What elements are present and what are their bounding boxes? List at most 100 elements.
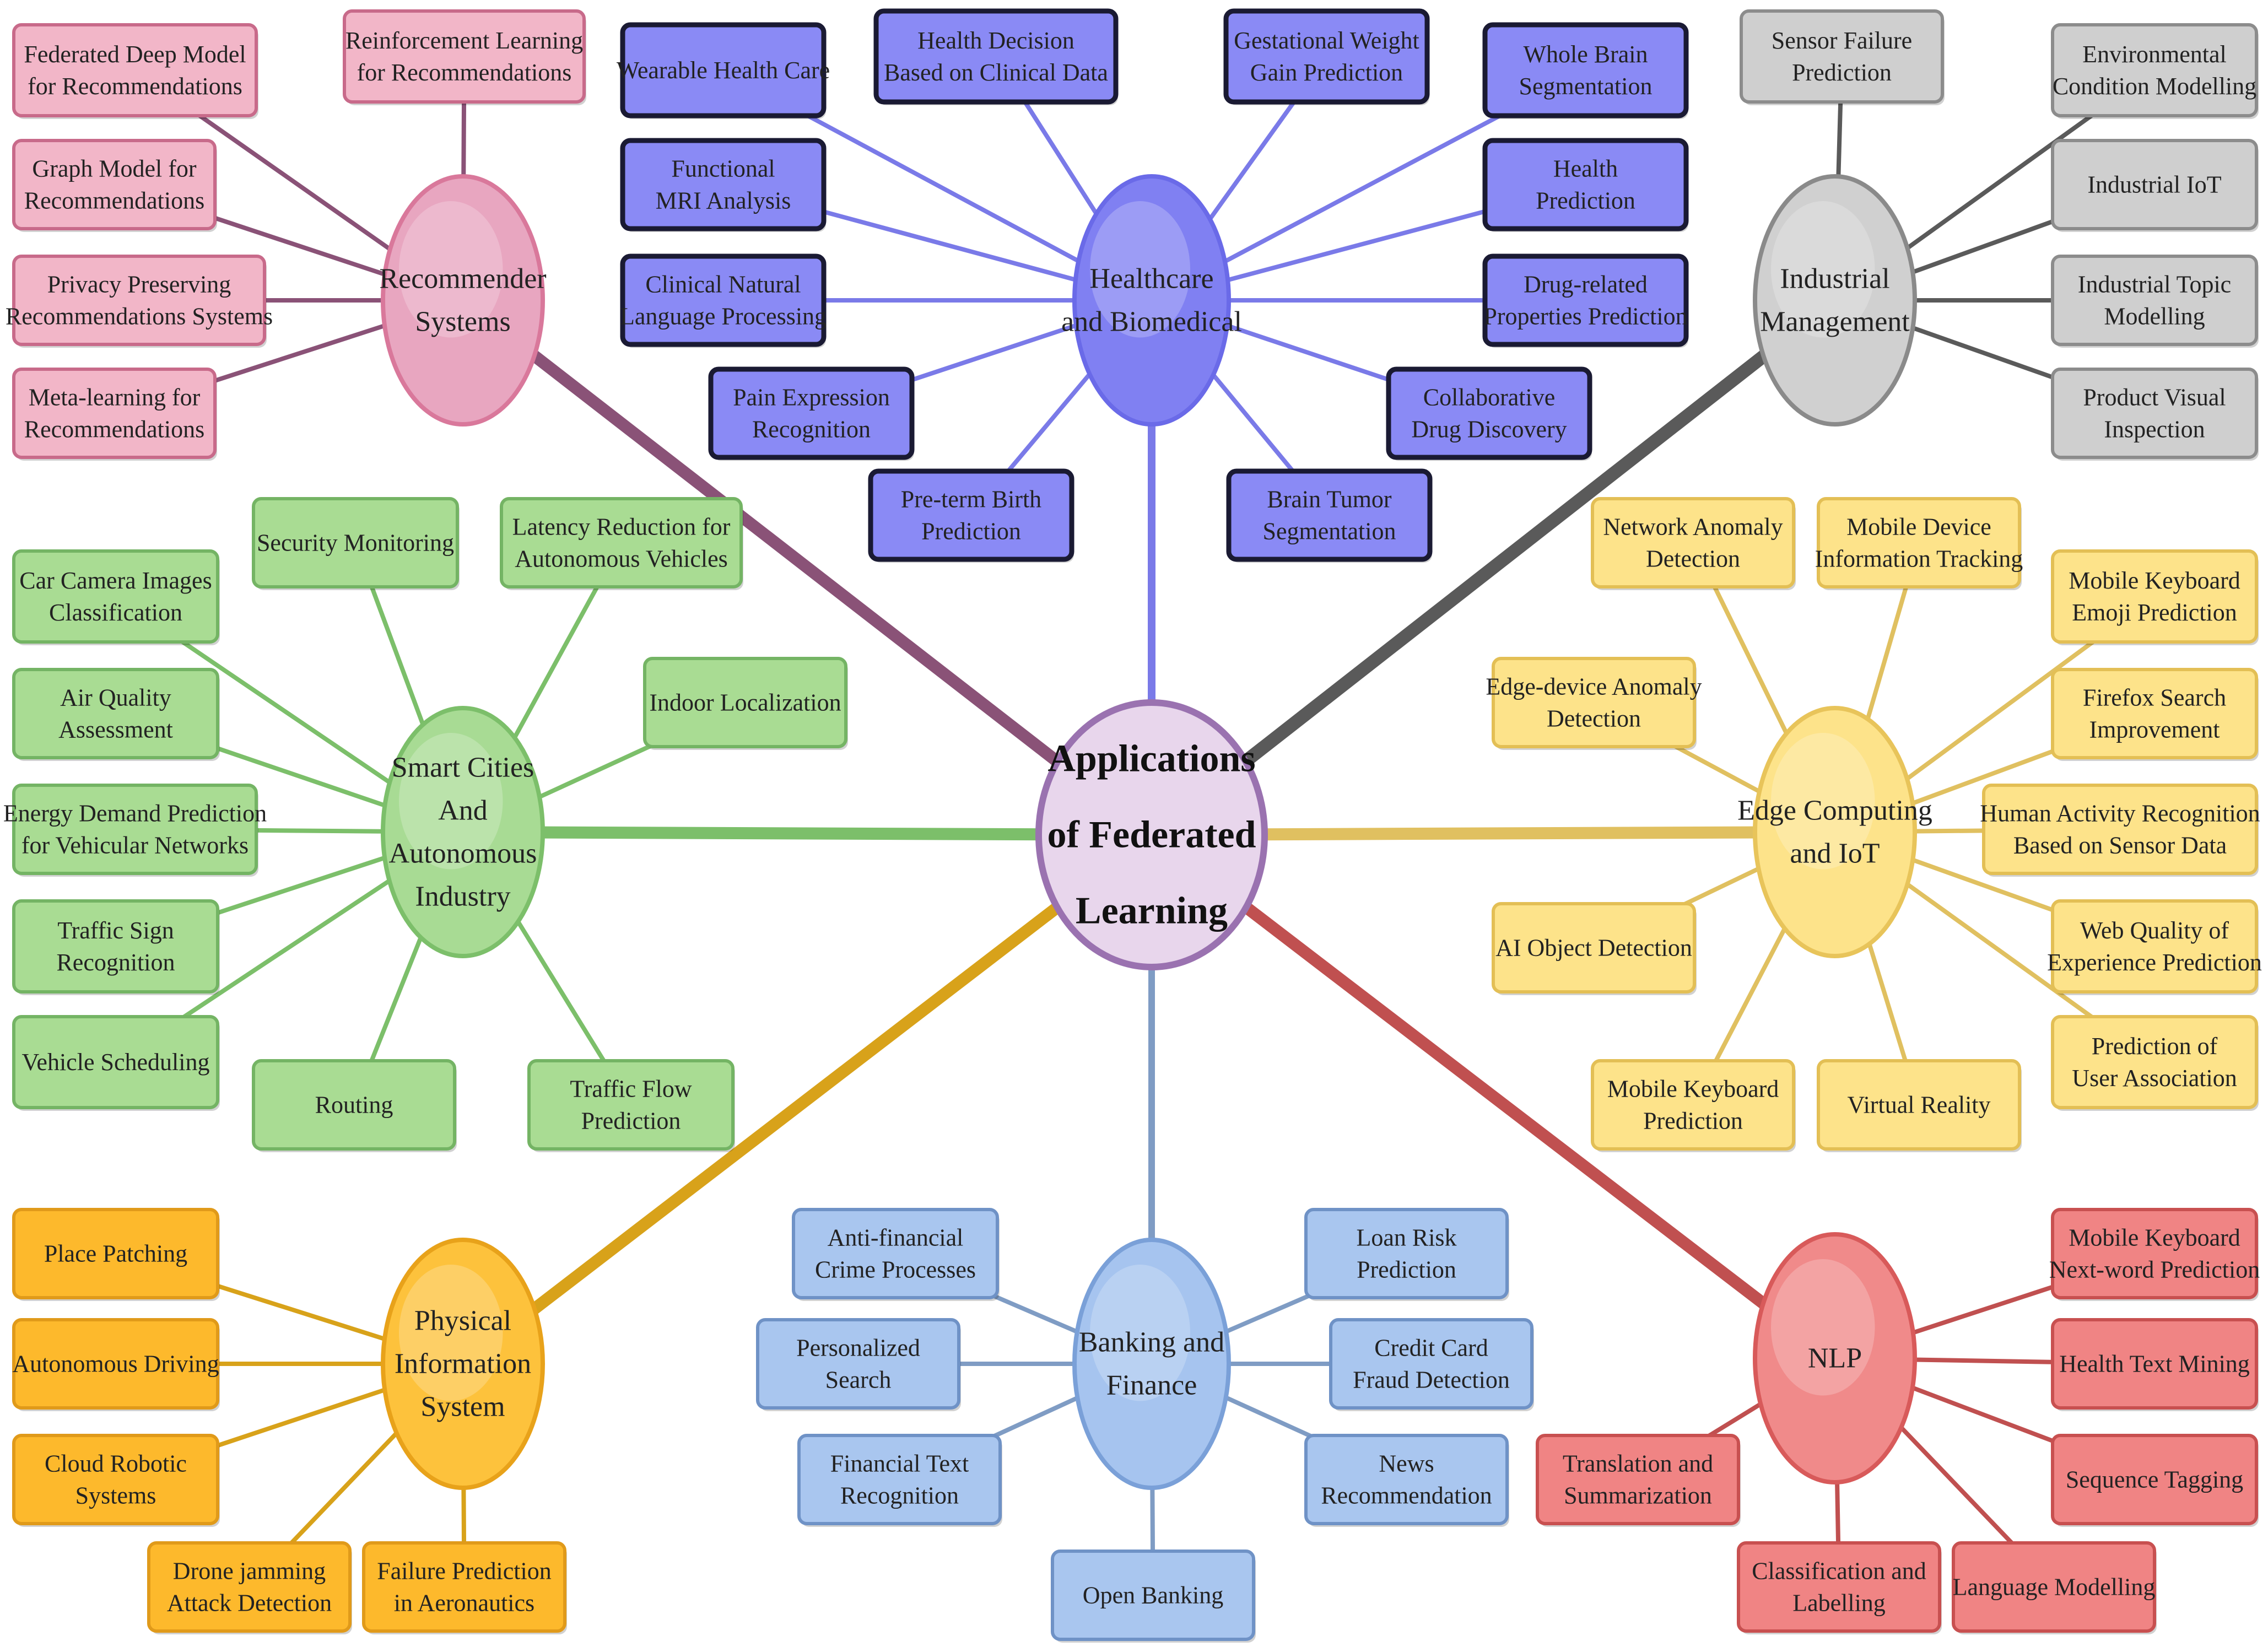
leaf-industrial-topic-modelling-box bbox=[2051, 255, 2258, 346]
leaf-sensor-failure-prediction-box bbox=[1740, 9, 1944, 104]
leaf-industrial-iot-label-line-1: Industrial IoT bbox=[2087, 171, 2221, 198]
leaf-security-monitoring[interactable]: Security Monitoring bbox=[252, 497, 460, 590]
leaf-human-activity-recognition-based-on-sensor-data-box bbox=[1982, 784, 2258, 875]
leaf-industrial-iot[interactable]: Industrial IoT bbox=[2051, 139, 2259, 232]
leaf-prediction-of-user-association-label-line-2: User Association bbox=[2072, 1065, 2237, 1092]
leaf-wearable-health-care-label-line-1: Wearable Health Care bbox=[617, 57, 830, 84]
leaf-functional-mri-analysis-box bbox=[620, 138, 827, 231]
leaf-industrial-topic-modelling-label-line-2: Modelling bbox=[2104, 303, 2205, 330]
leaf-language-modelling-box bbox=[1952, 1541, 2156, 1633]
leaf-vehicle-scheduling-box bbox=[12, 1015, 219, 1109]
leaf-gestational-weight-gain-prediction-label-line-2: Gain Prediction bbox=[1250, 59, 1403, 86]
leaf-classification-and-labelling-label-line-1: Classification and bbox=[1752, 1558, 1926, 1585]
hub-nlp[interactable]: NLP bbox=[1753, 1232, 1917, 1484]
leaf-place-patching[interactable]: Place Patching bbox=[12, 1208, 220, 1301]
leaf-traffic-sign-recognition-box bbox=[12, 899, 219, 994]
leaf-open-banking[interactable]: Open Banking bbox=[1051, 1550, 1256, 1643]
leaf-firefox-search-improvement-label-line-2: Improvement bbox=[2089, 716, 2220, 743]
leaf-failure-prediction-in-aeronautics-label-line-2: in Aeronautics bbox=[394, 1590, 534, 1617]
leaf-functional-mri-analysis-label-line-2: MRI Analysis bbox=[656, 187, 791, 214]
leaf-mobile-keyboard-emoji-prediction-label-line-2: Emoji Prediction bbox=[2072, 599, 2237, 626]
leaf-pain-expression-recognition-box bbox=[708, 366, 915, 460]
leaf-ai-object-detection[interactable]: AI Object Detection bbox=[1492, 902, 1697, 995]
leaf-collaborative-drug-discovery-label-line-2: Drug Discovery bbox=[1411, 416, 1567, 443]
leaf-autonomous-driving[interactable]: Autonomous Driving bbox=[12, 1318, 220, 1411]
hub-healthcare-highlight bbox=[1090, 201, 1190, 338]
leaf-brain-tumor-segmentation-label-line-2: Segmentation bbox=[1263, 518, 1396, 545]
leaf-indoor-localization[interactable]: Indoor Localization bbox=[643, 657, 848, 750]
leaf-routing[interactable]: Routing bbox=[252, 1059, 457, 1152]
hub-industrial-label-line-2: Management bbox=[1760, 306, 1910, 338]
leaf-sequence-tagging[interactable]: Sequence Tagging bbox=[2051, 1434, 2259, 1527]
leaf-wearable-health-care[interactable]: Wearable Health Care bbox=[617, 22, 830, 119]
leaf-firefox-search-improvement-label-line-1: Firefox Search bbox=[2083, 684, 2226, 711]
leaf-traffic-flow-prediction-label-line-2: Prediction bbox=[581, 1108, 681, 1135]
leaf-brain-tumor-segmentation-box bbox=[1226, 468, 1433, 562]
leaf-cloud-robotic-systems-label-line-1: Cloud Robotic bbox=[45, 1450, 187, 1477]
leaf-health-text-mining[interactable]: Health Text Mining bbox=[2051, 1318, 2259, 1411]
leaf-language-modelling[interactable]: Language Modelling bbox=[1952, 1541, 2157, 1634]
hub-banking-ellipse bbox=[1072, 1238, 1231, 1490]
leaf-virtual-reality-box bbox=[1817, 1059, 2021, 1151]
leaf-vehicle-scheduling[interactable]: Vehicle Scheduling bbox=[12, 1015, 220, 1111]
leaf-environmental-condition-modelling-box bbox=[2051, 23, 2258, 117]
leaf-clinical-natural-language-processing-label-line-1: Clinical Natural bbox=[645, 271, 801, 298]
leaf-virtual-reality[interactable]: Virtual Reality bbox=[1817, 1059, 2022, 1152]
